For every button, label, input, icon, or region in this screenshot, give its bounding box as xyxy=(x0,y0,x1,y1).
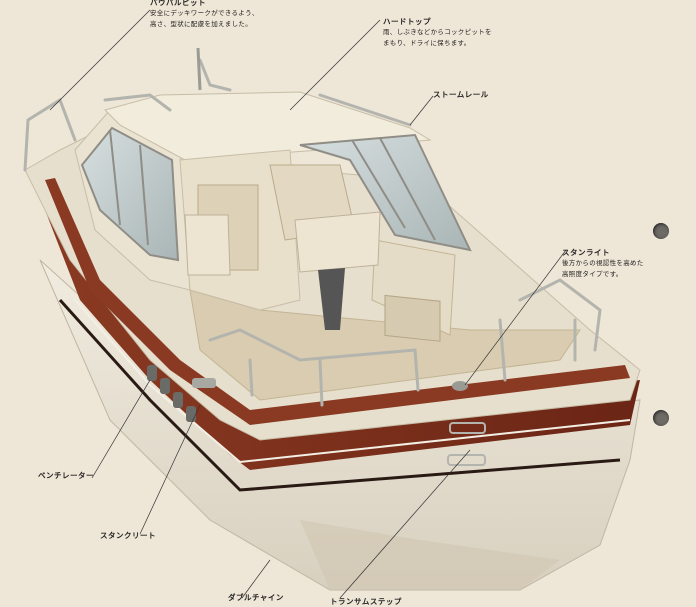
cockpit-floor xyxy=(189,289,581,401)
storm-rail-title: ストームレール xyxy=(433,90,489,99)
binder-hole-top xyxy=(653,223,669,239)
double-chine-title: ダブルチャイン xyxy=(228,593,284,602)
mast xyxy=(196,47,202,91)
hull-shadow xyxy=(300,520,560,590)
stern-light-desc-2: 高照度タイプです。 xyxy=(562,270,623,278)
hull-stripe xyxy=(74,299,631,464)
callout-double-chine: ダブルチャイン xyxy=(228,592,284,603)
side-hatch xyxy=(384,294,441,342)
bow-pulpit-title: バウパルピット xyxy=(150,0,206,7)
rails xyxy=(23,58,602,407)
ventilators xyxy=(147,365,196,422)
callout-stern-cleat: スタンクリート xyxy=(100,530,156,541)
hard-top-title: ハードトップ xyxy=(383,17,431,26)
bow-pulpit-desc-2: 高さ、型状に配慮を加えました。 xyxy=(150,20,252,28)
stern-cleat-title: スタンクリート xyxy=(100,531,156,540)
hull-stripe-black xyxy=(58,298,621,492)
callout-stern-light: スタンライト 後方からの視認性を高めた 高照度タイプです。 xyxy=(562,247,644,280)
transom-step-title: トランサムステップ xyxy=(330,597,402,606)
callout-hard-top: ハードトップ 雨、しぶきなどからコックピットを まもり、ドライに保ちます。 xyxy=(383,16,492,49)
callout-storm-rail: ストームレール xyxy=(433,89,489,100)
windshield xyxy=(299,133,472,252)
stern-light xyxy=(452,381,468,391)
stern-cleat xyxy=(192,378,216,388)
callout-transom-step: トランサムステップ xyxy=(330,596,402,607)
hard-top-desc-2: まもり、ドライに保ちます。 xyxy=(383,39,471,47)
side-window xyxy=(80,126,180,262)
helm-seat-base xyxy=(318,268,345,330)
helm-seat xyxy=(294,211,381,273)
ventilator-title: ベンチレーター xyxy=(38,471,94,480)
callout-bow-pulpit: バウパルピット 安全にデッキワークができるよう、 高さ、型状に配慮を加えました。 xyxy=(150,0,259,30)
binder-hole-bottom xyxy=(653,410,669,426)
hard-top-desc-1: 雨、しぶきなどからコックピットを xyxy=(383,28,492,36)
stern-light-desc-1: 後方からの視認性を高めた xyxy=(562,259,644,267)
bow-pulpit-desc-1: 安全にデッキワークができるよう、 xyxy=(150,9,259,17)
port-seat xyxy=(184,214,231,276)
stern-light-title: スタンライト xyxy=(562,248,610,257)
callout-ventilator: ベンチレーター xyxy=(38,470,94,481)
callout-lines xyxy=(49,9,567,599)
